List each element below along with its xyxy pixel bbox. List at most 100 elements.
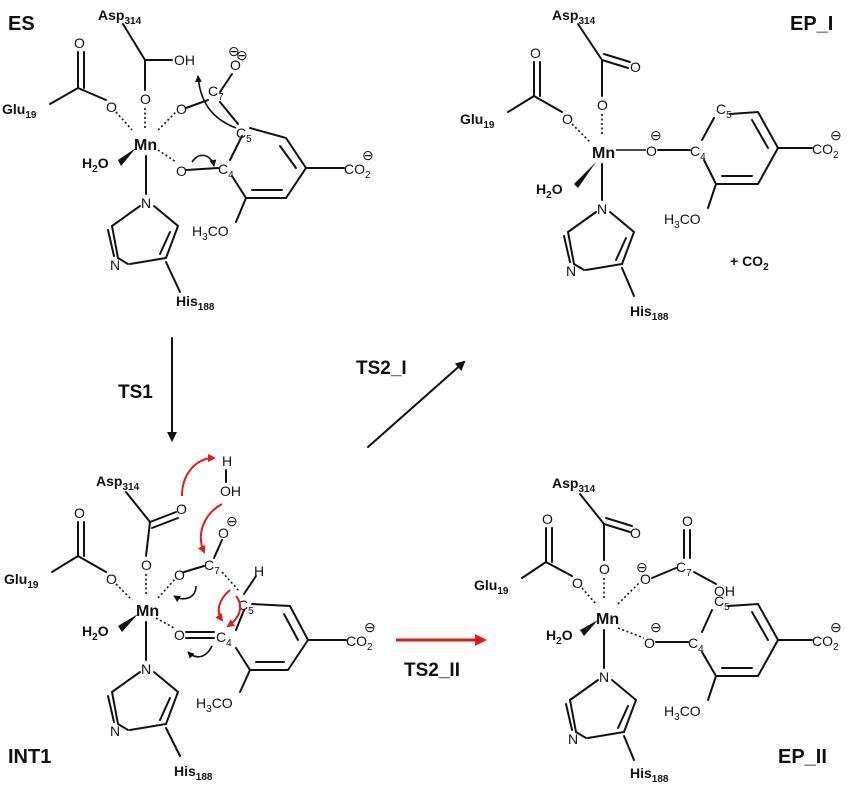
svg-text:O: O <box>176 101 187 117</box>
svg-text:⊖: ⊖ <box>650 127 662 143</box>
svg-text:O: O <box>176 501 187 517</box>
svg-text:⊖: ⊖ <box>636 559 648 575</box>
ep1-his-label: His188 <box>630 303 669 323</box>
svg-text:O: O <box>106 571 117 587</box>
ts1-arrow: TS1 <box>118 337 177 442</box>
svg-text:N: N <box>568 731 578 747</box>
svg-text:O: O <box>630 525 641 541</box>
svg-text:N: N <box>597 201 607 217</box>
ep1-h3co: H3CO <box>664 211 701 231</box>
ep1-structure: Asp314 O O Glu19 O O Mn H2O N N His188 O… <box>460 7 842 323</box>
svg-text:⊖: ⊖ <box>362 147 374 163</box>
svg-text:⊖: ⊖ <box>650 619 662 635</box>
stage-label-es: ES <box>8 13 35 35</box>
int1-mn: Mn <box>136 603 159 620</box>
svg-text:O: O <box>106 99 117 115</box>
ts2-1-arrow: TS2_I <box>356 358 466 448</box>
svg-text:O: O <box>562 111 573 127</box>
svg-text:C4: C4 <box>690 143 706 163</box>
int1-h3co: H3CO <box>196 695 233 715</box>
ep2-h2o: H2O <box>546 627 573 647</box>
int1-asp-label: Asp314 <box>96 473 140 493</box>
es-his-label: His188 <box>176 293 215 313</box>
ep1-asp-label: Asp314 <box>552 7 596 27</box>
svg-text:H: H <box>254 563 264 579</box>
stage-label-int1: INT1 <box>8 746 51 768</box>
es-asp-oh: OH <box>174 52 195 68</box>
svg-text:⊖: ⊖ <box>830 619 842 635</box>
ep1-h2o: H2O <box>536 181 563 201</box>
svg-text:O: O <box>542 511 553 527</box>
es-glu-label: Glu19 <box>2 101 37 121</box>
svg-text:C5: C5 <box>714 593 730 613</box>
svg-text:C4: C4 <box>218 161 234 181</box>
ts2-2-label: TS2_II <box>404 660 460 681</box>
svg-text:N: N <box>110 723 120 739</box>
svg-text:⊖: ⊖ <box>228 43 240 59</box>
ep1-glu-label: Glu19 <box>460 111 495 131</box>
svg-text:N: N <box>141 195 151 211</box>
es-h3co: H3CO <box>192 223 229 243</box>
svg-text:C7: C7 <box>204 557 220 577</box>
ep2-his-label: His188 <box>630 765 669 785</box>
svg-text:O: O <box>682 513 693 529</box>
svg-text:C5: C5 <box>716 101 732 121</box>
svg-text:N: N <box>566 263 576 279</box>
int1-h2o: H2O <box>82 623 109 643</box>
svg-text:O: O <box>141 557 152 573</box>
svg-text:⊖: ⊖ <box>364 619 376 635</box>
svg-text:H: H <box>222 453 232 469</box>
int1-water-oh: OH <box>220 483 241 499</box>
svg-text:C5: C5 <box>238 597 254 617</box>
svg-text:O: O <box>230 57 241 73</box>
ep2-structure: Asp314 O O Glu19 O O Mn H2O N N His188 O… <box>474 475 842 785</box>
svg-text:O: O <box>646 143 657 159</box>
ts1-label: TS1 <box>118 382 153 403</box>
svg-text:⊖: ⊖ <box>830 127 842 143</box>
int1-his-label: His188 <box>174 763 213 783</box>
ep1-co2-group: CO2 <box>812 141 839 161</box>
svg-text:O: O <box>74 505 85 521</box>
ep2-mn: Mn <box>596 611 619 628</box>
svg-text:O: O <box>630 59 641 75</box>
svg-text:O: O <box>572 575 583 591</box>
int1-structure: Asp314 O O Glu19 O O Mn H2O N N His188 H… <box>4 453 376 783</box>
svg-text:O: O <box>174 627 185 643</box>
es-structure: Asp314 OH O Glu19 O O Mn H2O N N His188 … <box>2 7 374 313</box>
svg-text:C7: C7 <box>208 83 224 103</box>
svg-text:N: N <box>599 669 609 685</box>
ep1-mn: Mn <box>592 145 615 162</box>
ep2-asp-label: Asp314 <box>552 475 596 495</box>
svg-text:O: O <box>599 561 610 577</box>
svg-text:O: O <box>530 45 541 61</box>
ep2-bicarbonate-oh: OH <box>714 583 735 599</box>
svg-text:N: N <box>141 661 151 677</box>
int1-glu-label: Glu19 <box>4 571 39 591</box>
ep2-co2-group: CO2 <box>812 633 839 653</box>
svg-text:C4: C4 <box>216 629 232 649</box>
es-co2-group: CO2 <box>344 161 371 181</box>
stage-label-ep2: EP_II <box>778 746 827 768</box>
svg-text:C4: C4 <box>688 635 704 655</box>
svg-text:N: N <box>110 257 120 273</box>
svg-text:O: O <box>74 35 85 51</box>
svg-text:⊖: ⊖ <box>226 513 238 529</box>
svg-text:C5: C5 <box>236 125 252 145</box>
int1-co2-group: CO2 <box>346 633 373 653</box>
svg-text:C7: C7 <box>676 559 692 579</box>
es-mn: Mn <box>134 137 157 154</box>
es-h2o: H2O <box>82 155 109 175</box>
svg-text:O: O <box>644 635 655 651</box>
ep1-plus-co2: + CO2 <box>730 253 769 273</box>
ts2-1-label: TS2_I <box>356 358 407 379</box>
stage-label-ep1: EP_I <box>790 13 833 35</box>
svg-text:O: O <box>597 97 608 113</box>
ts2-2-arrow: TS2_II <box>396 634 487 681</box>
svg-text:O: O <box>640 571 651 587</box>
svg-text:O: O <box>174 567 185 583</box>
svg-text:O: O <box>176 163 187 179</box>
ep2-glu-label: Glu19 <box>474 577 509 597</box>
ep2-h3co: H3CO <box>664 703 701 723</box>
es-asp-label: Asp314 <box>98 7 142 27</box>
